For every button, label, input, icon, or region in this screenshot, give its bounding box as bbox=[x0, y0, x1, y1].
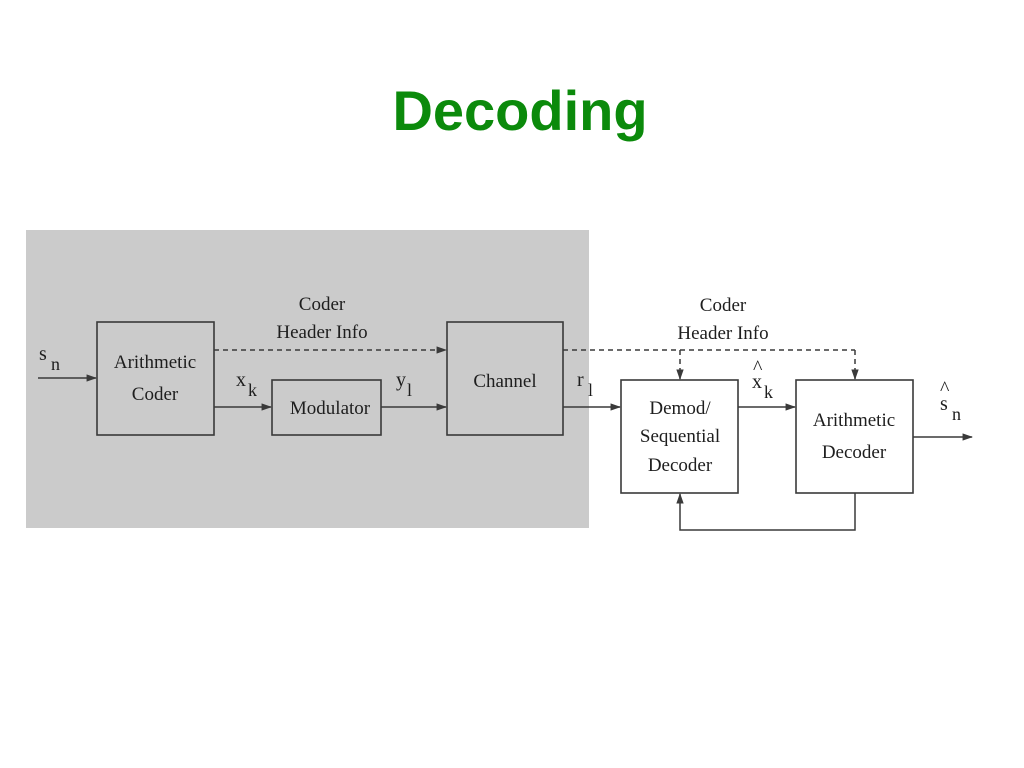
arithmetic-decoder-label-line2: Decoder bbox=[822, 442, 887, 463]
signal-r-l: r l bbox=[577, 369, 593, 400]
signal-y-l: y l bbox=[396, 369, 412, 400]
arithmetic-decoder-label-line1: Arithmetic bbox=[813, 410, 895, 431]
header-info-left-line2: Header Info bbox=[276, 322, 367, 343]
svg-text:l: l bbox=[588, 380, 593, 400]
svg-text:r: r bbox=[577, 369, 584, 391]
transmitter-shaded-region bbox=[26, 230, 589, 528]
demod-label-line3: Decoder bbox=[648, 455, 713, 476]
arithmetic-coder-block bbox=[96, 321, 215, 436]
arithmetic-coder-label-line1: Arithmetic bbox=[114, 352, 196, 373]
feedback-arrow bbox=[676, 492, 856, 531]
header-info-left-line1: Coder bbox=[299, 294, 346, 315]
slide-title: Decoding bbox=[392, 79, 648, 142]
svg-text:^: ^ bbox=[940, 378, 950, 400]
svg-text:k: k bbox=[764, 382, 773, 402]
header-info-right-line2: Header Info bbox=[677, 323, 768, 344]
svg-text:^: ^ bbox=[753, 357, 763, 379]
signal-x-hat-k: ^ x k bbox=[752, 357, 773, 402]
svg-text:x: x bbox=[236, 369, 246, 391]
channel-label: Channel bbox=[473, 371, 536, 392]
svg-text:x: x bbox=[752, 371, 762, 393]
signal-x-k: x k bbox=[236, 369, 257, 400]
demod-label-line2: Sequential bbox=[640, 426, 720, 447]
header-info-right-line1: Coder bbox=[700, 295, 747, 316]
arithmetic-decoder-block bbox=[795, 379, 914, 494]
channel-block bbox=[446, 321, 564, 436]
demod-label-line1: Demod/ bbox=[649, 398, 711, 419]
modulator-label: Modulator bbox=[290, 398, 371, 419]
svg-text:s: s bbox=[39, 343, 47, 365]
svg-text:y: y bbox=[396, 369, 406, 391]
svg-text:l: l bbox=[407, 380, 412, 400]
arithmetic-coder-label-line2: Coder bbox=[132, 384, 179, 405]
signal-s-hat-n: ^ s n bbox=[940, 378, 961, 424]
svg-text:n: n bbox=[952, 404, 961, 424]
signal-s-n: s n bbox=[39, 343, 60, 374]
svg-text:n: n bbox=[51, 354, 60, 374]
svg-text:k: k bbox=[248, 380, 257, 400]
svg-text:s: s bbox=[940, 393, 948, 415]
